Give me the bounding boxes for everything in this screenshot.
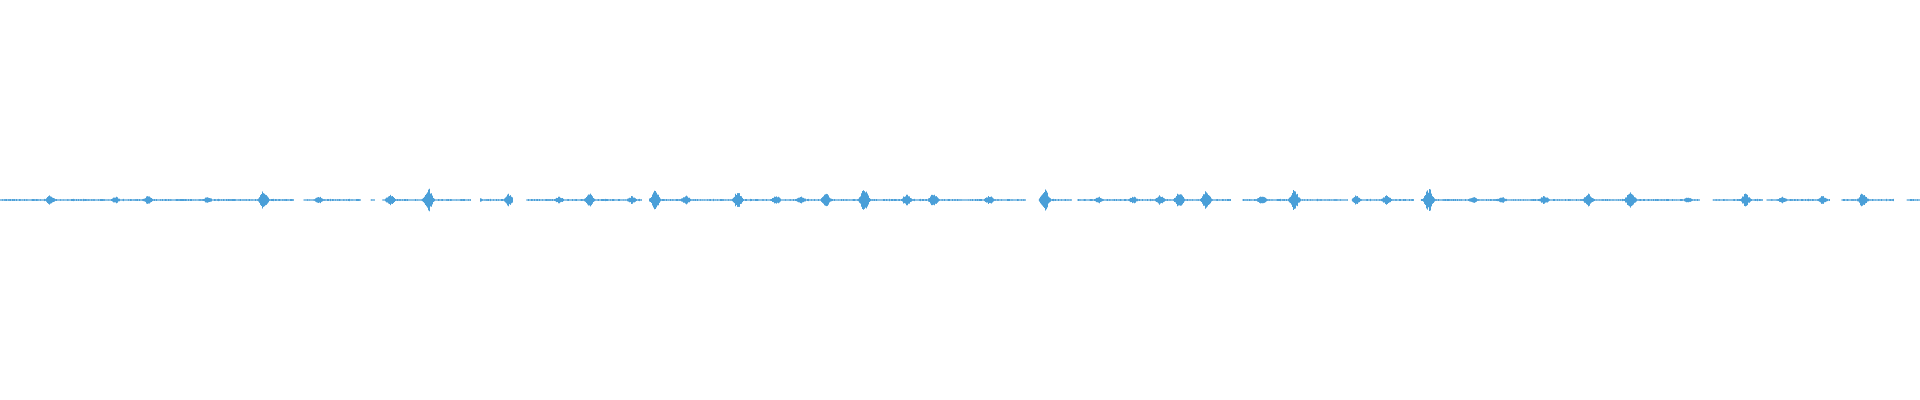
waveform-panel	[0, 188, 1920, 212]
audio-waveform	[0, 188, 1920, 212]
